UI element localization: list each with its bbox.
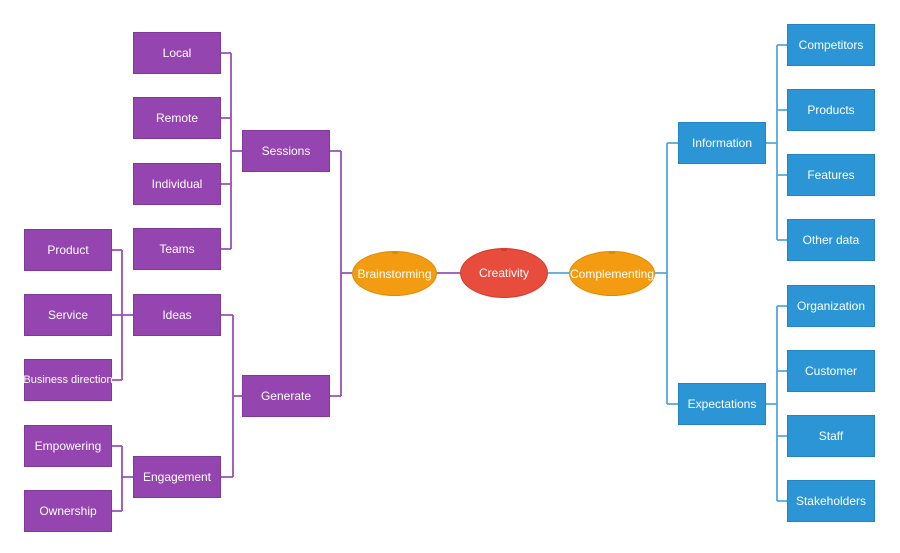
node-label: Teams (159, 242, 195, 256)
node-label: Organization (796, 299, 866, 313)
node-complementing[interactable]: Complementing (569, 251, 655, 296)
node-label: Stakeholders (795, 494, 867, 508)
node-label: Features (807, 168, 855, 182)
node-label: Business direction (23, 374, 113, 386)
node-local[interactable]: Local (133, 32, 221, 74)
node-label: Remote (155, 111, 199, 125)
node-label: Expectations (687, 397, 757, 411)
node-teams[interactable]: Teams (133, 228, 221, 270)
node-label: Sessions (261, 144, 311, 158)
connector-engagement-children (112, 445, 133, 512)
node-individual[interactable]: Individual (133, 163, 221, 205)
node-product[interactable]: Product (24, 229, 112, 271)
node-top-notch (501, 248, 507, 251)
node-label: Customer (804, 364, 857, 378)
node-label: Products (807, 103, 855, 117)
node-engagement[interactable]: Engagement (133, 456, 221, 498)
node-ownership[interactable]: Ownership (24, 490, 112, 532)
node-label: Ownership (39, 504, 97, 518)
node-label: Creativity (478, 266, 529, 280)
node-sessions[interactable]: Sessions (242, 130, 330, 172)
connector-generate-children (221, 314, 242, 478)
blue-connectors (548, 44, 787, 502)
node-information[interactable]: Information (678, 122, 766, 164)
node-service[interactable]: Service (24, 294, 112, 336)
node-expectations[interactable]: Expectations (678, 383, 766, 425)
connector-brainstorming-children (330, 150, 352, 397)
node-label: Competitors (798, 38, 864, 52)
connector-information-children (766, 44, 787, 241)
purple-connectors (112, 52, 460, 512)
node-label: Engagement (142, 470, 212, 484)
node-top-notch (609, 251, 615, 254)
node-customer[interactable]: Customer (787, 350, 875, 392)
node-label: Ideas (162, 308, 192, 322)
node-label: Complementing (569, 266, 655, 281)
node-staff[interactable]: Staff (787, 415, 875, 457)
connector-expectations-children (766, 305, 787, 502)
node-ideas[interactable]: Ideas (133, 294, 221, 336)
node-label: Staff (818, 429, 844, 443)
connector-sessions-children (221, 52, 242, 250)
node-business-direction[interactable]: Business direction (23, 359, 113, 401)
node-top-notch (391, 251, 398, 254)
node-label: Other data (802, 233, 860, 247)
node-products[interactable]: Products (787, 89, 875, 131)
node-brainstorming[interactable]: Brainstorming (352, 251, 437, 296)
node-remote[interactable]: Remote (133, 97, 221, 139)
node-other-data[interactable]: Other data (787, 219, 875, 261)
node-label: Information (691, 136, 753, 150)
node-organization[interactable]: Organization (787, 285, 875, 327)
node-stakeholders[interactable]: Stakeholders (787, 480, 875, 522)
connector-ideas-children (112, 249, 133, 381)
node-label: Product (47, 243, 89, 257)
node-label: Individual (151, 177, 203, 191)
node-label: Empowering (34, 439, 102, 453)
node-generate[interactable]: Generate (242, 375, 330, 417)
node-label: Generate (260, 389, 312, 403)
node-label: Brainstorming (357, 266, 432, 281)
node-label: Service (47, 308, 88, 322)
node-label: Local (162, 46, 192, 60)
node-competitors[interactable]: Competitors (787, 24, 875, 66)
node-features[interactable]: Features (787, 154, 875, 196)
connector-complementing-children (655, 142, 678, 405)
node-creativity[interactable]: Creativity (460, 248, 548, 298)
node-empowering[interactable]: Empowering (24, 425, 112, 467)
